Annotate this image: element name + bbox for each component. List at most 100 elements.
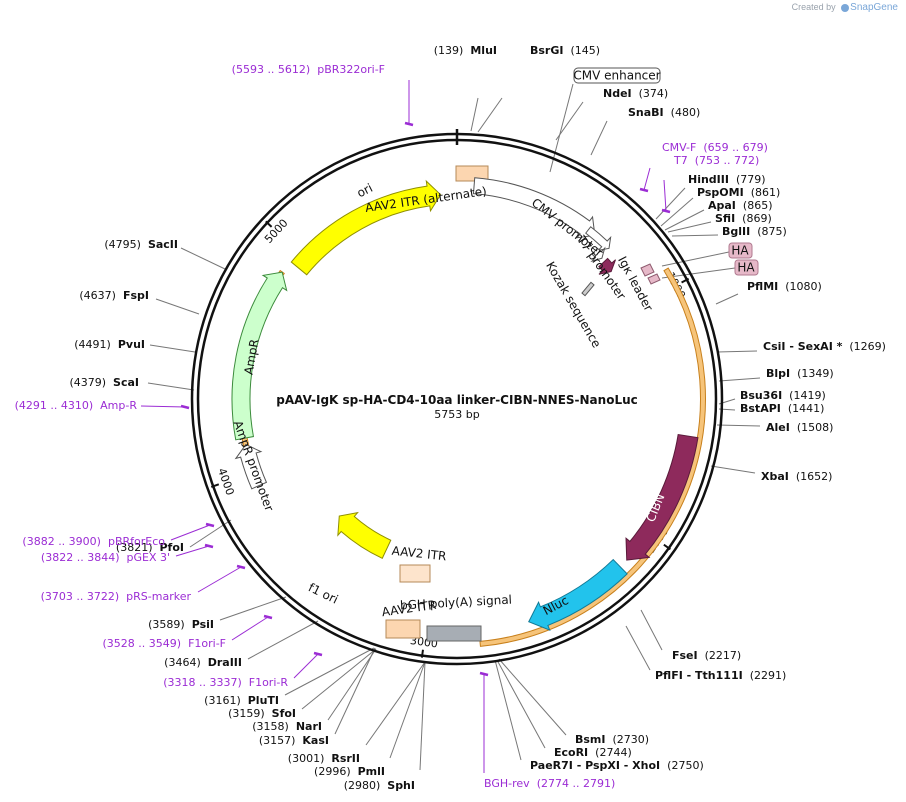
primer-binding-mark	[639, 187, 649, 193]
site-gap	[750, 225, 757, 238]
site-gap	[781, 402, 788, 415]
ampr-promoter-arrow	[234, 443, 268, 490]
primer-range: (659 .. 679)	[703, 141, 768, 154]
primer-f1ori-r: (3318 .. 3337) F1ori-R	[163, 676, 288, 689]
site-leader	[664, 209, 705, 231]
site-position: (2996)	[314, 765, 351, 778]
primer-gap	[93, 399, 100, 412]
cibn-arrow	[625, 433, 699, 561]
site-psii: (3589) PsiI	[148, 618, 214, 631]
primer-pbr322ori-f: (5593 .. 5612) pBR322ori-F	[232, 63, 385, 76]
site-position: (374)	[639, 87, 669, 100]
site-blpi: BlpI (1349)	[766, 367, 834, 380]
site-pmli: (2996) PmlI	[314, 765, 385, 778]
site-scai: (4379) ScaI	[69, 376, 139, 389]
site-name: NarI	[296, 720, 322, 733]
site-leader	[180, 247, 226, 270]
aav2-itr-alt-box	[455, 165, 489, 182]
site-leader	[555, 101, 584, 141]
ha-1-box	[640, 263, 655, 277]
site-leader	[667, 221, 712, 233]
primer-range: (3703 .. 3722)	[41, 590, 120, 603]
cmv-enhancer-leader	[549, 83, 574, 173]
ha-2-leader	[661, 267, 736, 279]
site-position: (875)	[757, 225, 787, 238]
site-position: (2750)	[667, 759, 704, 772]
site-gap	[744, 186, 751, 199]
site-name: ApaI	[708, 199, 736, 212]
ha-2-box	[647, 273, 661, 285]
ori-arrow	[290, 179, 442, 276]
site-position: (865)	[743, 199, 773, 212]
aav2-itr-b-box	[399, 564, 431, 583]
site-position: (4491)	[74, 338, 111, 351]
site-kasi: (3157) KasI	[259, 734, 329, 747]
site-leader	[718, 377, 761, 382]
primer-gap	[119, 551, 126, 564]
site-leader	[327, 648, 377, 721]
primer-binding-mark	[404, 121, 414, 127]
site-alei: AleI (1508)	[766, 421, 833, 434]
site-position: (1269)	[849, 340, 886, 353]
primer-prs-marker: (3703 .. 3722) pRS-marker	[41, 590, 192, 603]
primer-f1ori-f: (3528 .. 3549) F1ori-F	[103, 637, 227, 650]
primer-pgex-3: (3822 .. 3844) pGEX 3'	[41, 551, 170, 564]
kozak-box	[581, 281, 595, 297]
ampr-arrow	[231, 271, 288, 441]
site-name: ScaI	[113, 376, 139, 389]
primer-binding-mark	[313, 651, 323, 657]
primer-range: (3528 .. 3549)	[103, 637, 182, 650]
site-name: PspOMI	[697, 186, 744, 199]
site-leader	[301, 648, 377, 710]
primer-t7: T7 (753 .. 772)	[673, 154, 759, 167]
f1-ori-label: f1 ori	[306, 580, 340, 606]
site-sphi: (2980) SphI	[344, 779, 415, 792]
ori-label: ori	[355, 181, 375, 201]
site-name: BstAPI	[740, 402, 781, 415]
site-ndei: NdeI (374)	[603, 87, 668, 100]
kozak-label: Kozak sequence	[543, 259, 604, 350]
primer-amp-r: (4291 .. 4310) Amp-R	[15, 399, 138, 412]
primer-range: (753 .. 772)	[695, 154, 760, 167]
site-position: (3464)	[164, 656, 201, 669]
primer-name: T7	[673, 154, 688, 167]
site-fsei: FseI (2217)	[672, 649, 741, 662]
ha-1-leader	[661, 251, 730, 267]
site-position: (1508)	[797, 421, 834, 434]
primer-name: pGEX 3'	[126, 551, 170, 564]
site-gap	[141, 238, 148, 251]
primer-range: (2774 .. 2791)	[537, 777, 616, 790]
primer-gap	[119, 590, 126, 603]
ha-2-label: HA	[737, 261, 755, 275]
site-position: (2744)	[595, 746, 632, 759]
credit-brand: SnapGene	[850, 2, 898, 13]
site-leader	[625, 625, 651, 671]
site-leader	[671, 234, 719, 237]
site-position: (2730)	[613, 733, 650, 746]
nluc-arrow	[528, 558, 628, 631]
site-bsu36i: Bsu36I (1419)	[740, 389, 826, 402]
primer-binding-mark	[204, 543, 214, 549]
primer-leader	[293, 653, 319, 679]
ampr-promoter-label: AmpR promoter	[231, 419, 277, 513]
primer-binding-mark	[205, 522, 215, 528]
aav2-itr-label: AAV2 ITR	[381, 598, 437, 619]
t7-promoter-arrow	[590, 246, 606, 263]
site-position: (779)	[736, 173, 766, 186]
primer-binding-mark	[479, 671, 489, 677]
site-gap	[265, 707, 272, 720]
site-leader	[334, 647, 376, 735]
site-pflmi: PflMI (1080)	[747, 280, 822, 293]
site-pluti: (3161) PluTI	[204, 694, 279, 707]
primer-name: F1ori-R	[249, 676, 289, 689]
site-position: (4637)	[79, 289, 116, 302]
site-position: (1349)	[797, 367, 834, 380]
site-leader	[470, 97, 479, 132]
features	[231, 165, 706, 647]
site-bsrgi: BsrGI (145)	[530, 44, 600, 57]
primer-name: CMV-F	[662, 141, 696, 154]
site-leader	[716, 350, 758, 353]
site-name: FseI	[672, 649, 698, 662]
site-leader	[640, 609, 663, 651]
ha-1-tag	[728, 242, 753, 259]
